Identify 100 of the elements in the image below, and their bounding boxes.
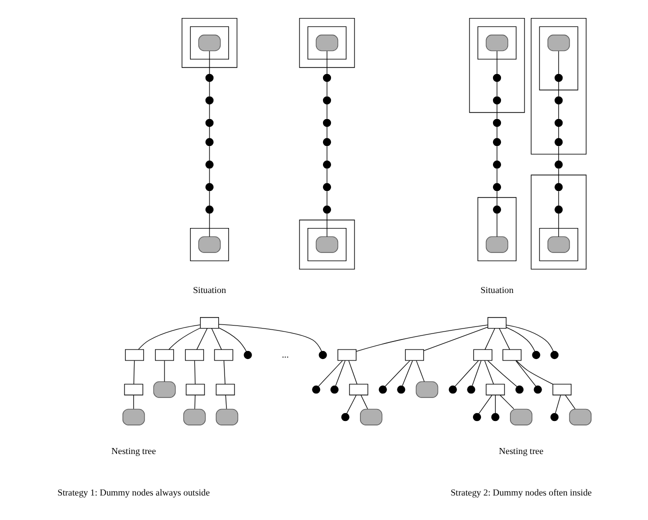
connector	[194, 394, 196, 410]
node-circle	[514, 386, 524, 394]
connector	[208, 82, 210, 97]
node-circle	[204, 206, 214, 214]
cluster	[181, 18, 237, 68]
label: Nesting tree	[498, 446, 543, 456]
connector	[208, 50, 210, 74]
label: Situation	[480, 285, 514, 296]
label: Situation	[192, 285, 226, 296]
cluster	[538, 26, 578, 90]
connector	[168, 328, 200, 350]
cluster	[307, 228, 346, 262]
label: ...	[281, 349, 288, 360]
connector	[326, 104, 327, 120]
connector	[348, 360, 357, 384]
connector	[516, 360, 553, 384]
connector	[218, 324, 322, 352]
node-circle	[322, 160, 331, 169]
node-ellipse	[182, 408, 206, 426]
node-circle	[554, 118, 562, 127]
node-circle	[204, 183, 214, 192]
node-circle	[378, 386, 386, 394]
node-box	[337, 349, 356, 361]
connector	[208, 104, 210, 120]
node-circle	[550, 413, 558, 422]
node-circle	[204, 138, 214, 146]
node-ellipse	[547, 34, 570, 52]
connector	[208, 126, 210, 139]
connector	[208, 168, 210, 184]
node-circle	[318, 350, 326, 360]
connector	[484, 360, 494, 384]
label: Nesting tree	[110, 446, 156, 456]
connector	[346, 394, 356, 414]
cluster	[477, 197, 516, 262]
node-circle	[492, 138, 501, 146]
node-box	[124, 384, 143, 396]
node-circle	[243, 350, 252, 360]
node-box	[215, 384, 234, 396]
node-box	[185, 384, 204, 396]
connector	[196, 328, 207, 350]
connector	[498, 328, 510, 350]
connector	[223, 360, 225, 384]
node-circle	[554, 74, 562, 82]
connector	[496, 126, 497, 139]
node-circle	[554, 206, 562, 214]
node-circle	[492, 183, 501, 192]
connector	[496, 104, 497, 120]
connector	[318, 360, 342, 387]
node-box	[154, 349, 174, 361]
connector	[334, 360, 345, 386]
node-ellipse	[360, 408, 382, 426]
connector	[384, 360, 410, 387]
connector	[478, 394, 492, 414]
node-circle	[554, 138, 562, 146]
cluster	[190, 26, 228, 60]
connector	[208, 190, 210, 206]
connector	[132, 360, 134, 384]
connector	[326, 190, 327, 206]
connector	[471, 360, 481, 386]
node-box	[348, 384, 368, 396]
connector	[326, 126, 327, 139]
node-ellipse	[485, 34, 508, 52]
node-circle	[396, 386, 405, 394]
node-circle	[330, 386, 338, 394]
node-circle	[472, 413, 481, 422]
node-ellipse	[315, 34, 338, 52]
connector	[218, 327, 246, 352]
node-circle	[492, 118, 501, 127]
node-circle	[322, 96, 331, 104]
node-ellipse	[198, 236, 220, 253]
connector	[326, 50, 327, 74]
connector	[402, 360, 412, 386]
node-box	[552, 384, 571, 396]
node-ellipse	[198, 34, 220, 52]
connector	[326, 168, 327, 184]
connector	[496, 168, 497, 184]
node-ellipse	[415, 381, 438, 398]
connector	[499, 394, 514, 410]
node-ellipse	[122, 408, 144, 426]
node-circle	[340, 413, 349, 422]
connector	[210, 328, 222, 350]
node-box	[502, 349, 521, 361]
node-circle	[490, 413, 499, 422]
connector	[138, 324, 200, 350]
node-circle	[554, 183, 562, 192]
node-ellipse	[215, 408, 238, 426]
node-ellipse	[547, 236, 570, 253]
connector	[194, 360, 196, 384]
node-box	[124, 349, 144, 361]
node-circle	[322, 138, 331, 146]
connector	[423, 326, 488, 352]
connector	[132, 394, 134, 410]
node-circle	[204, 96, 214, 104]
connector	[416, 360, 424, 382]
connector	[454, 360, 478, 387]
node-box	[472, 349, 492, 361]
node-box	[200, 317, 218, 329]
connector	[496, 146, 497, 161]
node-box	[214, 349, 233, 361]
node-circle	[322, 183, 331, 192]
